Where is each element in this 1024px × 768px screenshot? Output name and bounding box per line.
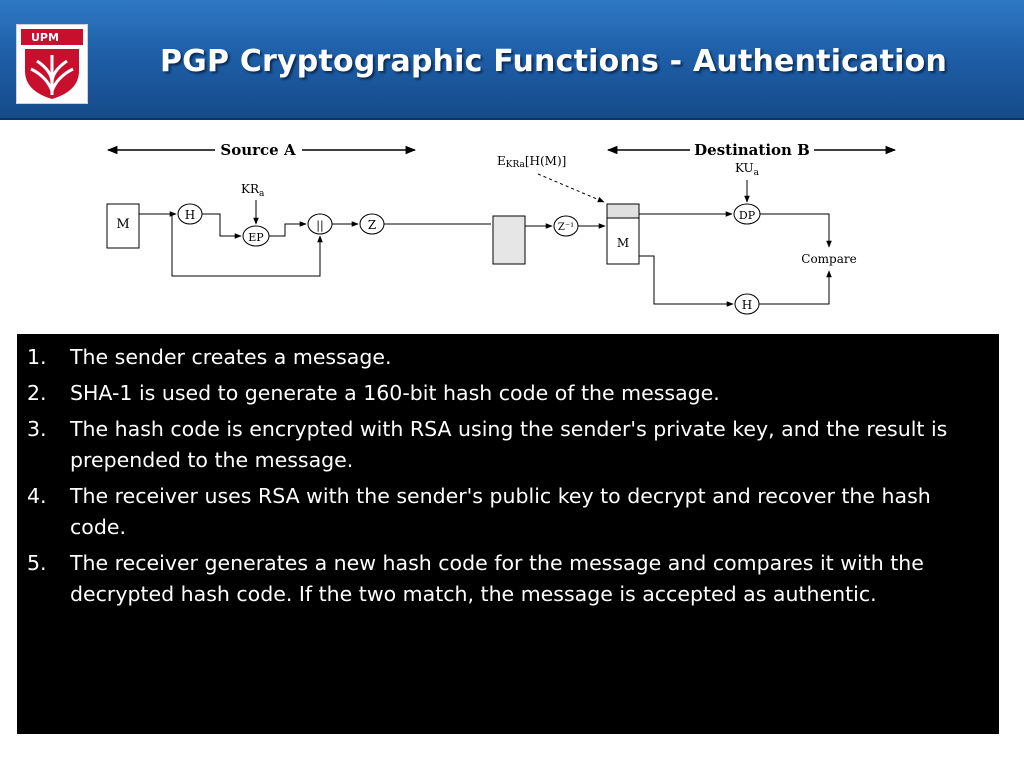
step-number: 5. [27,551,47,575]
step-item: 3. The hash code is encrypted with RSA us… [27,414,989,476]
steps-panel: 1. The sender creates a message. 2. SHA-1 … [17,334,999,734]
destination-b-span: Destination B [606,141,897,159]
diagram-connectors [139,211,832,307]
source-hash-label: H [185,208,195,222]
upm-logo: UPM [16,24,88,104]
destination-hash-label: H [742,298,752,312]
compress-label: Z [368,218,376,232]
upm-university-logo-icon: UPM [21,29,83,99]
destination-b-label: Destination B [694,141,810,159]
public-key-label: KUa [735,161,760,178]
destination-signature-cell [606,203,640,219]
private-key-label: KRa [241,182,265,199]
steps-list: 1. The sender creates a message. 2. SHA-1 … [27,342,989,610]
step-number: 4. [27,484,47,508]
step-number: 1. [27,345,47,369]
slide-header: UPM PGP Cryptographic Functions - Authen… [0,0,1024,120]
decrypt-public-label: DP [739,209,756,222]
destination-message-box [606,217,640,265]
step-number: 3. [27,417,47,441]
step-text: The receiver generates a new hash code f… [70,551,924,606]
slide-title: PGP Cryptographic Functions - Authentica… [160,44,947,79]
source-a-span: Source A [106,141,417,159]
destination-message-label: M [617,236,629,250]
step-text: The sender creates a message. [70,345,392,369]
step-item: 4. The receiver uses RSA with the sender'… [27,481,989,543]
step-item: 5. The receiver generates a new hash code… [27,548,989,610]
signature-label: EKRa[H(M)] [497,154,566,170]
step-number: 2. [27,381,47,405]
step-text: SHA-1 is used to generate a 160-bit hash… [70,381,720,405]
step-text: The hash code is encrypted with RSA usin… [70,417,948,472]
step-item: 2. SHA-1 is used to generate a 160-bit ha… [27,378,989,409]
step-item: 1. The sender creates a message. [27,342,989,373]
step-text: The receiver uses RSA with the sender's … [70,484,931,539]
decompress-label: Z⁻¹ [558,222,574,233]
logo-text: UPM [31,31,59,44]
source-message-label: M [116,217,129,232]
signature-pointer [537,173,605,203]
source-message-box [106,203,140,249]
pgp-authentication-diagram: Source A Destination B M H EP KRa || Z Z… [106,141,897,315]
transmission-box [492,215,526,265]
source-a-label: Source A [220,141,296,159]
encrypt-private-label: EP [248,231,264,244]
concat-label: || [316,219,323,233]
compare-label: Compare [801,252,856,266]
